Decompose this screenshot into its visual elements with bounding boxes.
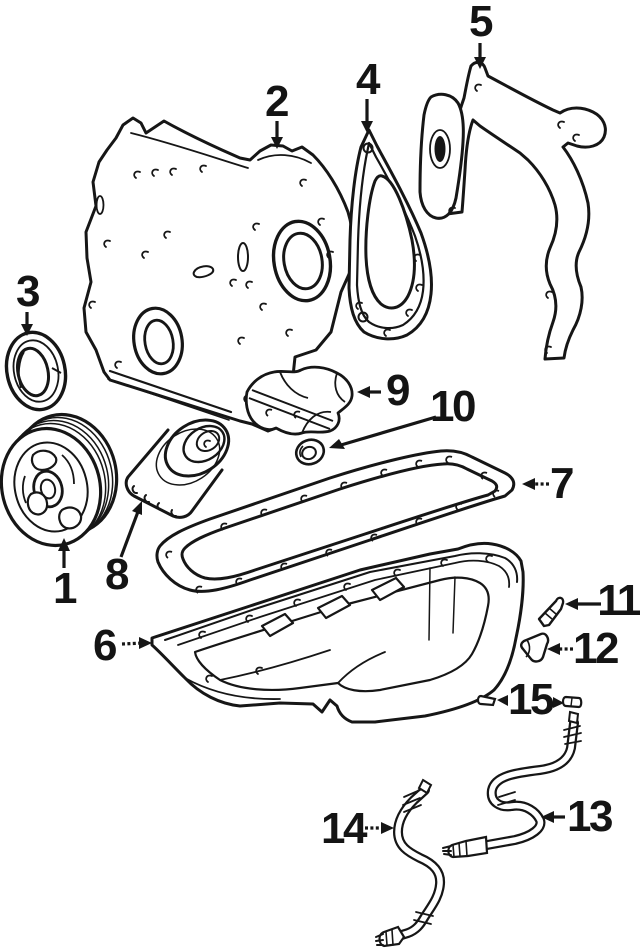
leader-arrow-9 [357,386,381,398]
oil-pan [150,541,525,724]
callout-5[interactable]: 5 [469,0,493,46]
leader-arrow-1 [58,538,70,568]
callout-3[interactable]: 3 [16,267,40,316]
callout-1[interactable]: 1 [53,564,77,613]
leader-arrow-5 [474,43,486,69]
dipstick-tube-right [442,710,582,859]
retainer-pins [476,694,583,709]
leader-arrows [21,43,601,834]
oil-pan-gasket [155,449,516,594]
front-cover-gasket [347,128,433,341]
oil-pump-cover [244,365,354,436]
leader-arrow-13 [541,811,565,823]
leader-arrow-10 [329,415,437,449]
leader-arrow-2 [271,121,283,149]
leader-arrow-6 [121,637,152,649]
leader-arrow-12 [547,643,573,655]
crankshaft-seal [4,330,68,412]
sensor-bolt [537,596,565,628]
callout-11[interactable]: 11 [597,576,640,625]
dipstick-tube-left [375,778,446,948]
callout-15[interactable]: 15 [508,675,554,724]
crankshaft-pulley [0,412,119,548]
callout-7[interactable]: 7 [550,459,574,508]
timing-cover-upper-gasket [418,60,607,361]
cap-plug [520,632,550,663]
callout-14[interactable]: 14 [321,804,367,853]
callout-12[interactable]: 12 [573,624,619,673]
leader-arrow-7 [522,478,549,490]
leader-arrow-14 [365,822,394,834]
callout-10[interactable]: 10 [430,382,476,431]
callout-6[interactable]: 6 [93,621,117,670]
leader-arrow-15-right [553,697,564,708]
leader-arrow-8 [119,501,142,558]
oil-filter [124,418,231,519]
callout-13[interactable]: 13 [567,792,613,841]
timing-cover [82,116,355,433]
callout-4[interactable]: 4 [356,55,380,104]
leader-arrow-15-left [497,695,508,706]
callout-9[interactable]: 9 [386,366,410,415]
callout-2[interactable]: 2 [265,77,289,126]
leader-arrow-11 [565,598,601,610]
grommet [294,438,326,466]
leader-arrow-3 [21,312,33,336]
callout-8[interactable]: 8 [105,550,129,599]
leader-arrow-4 [361,99,373,133]
